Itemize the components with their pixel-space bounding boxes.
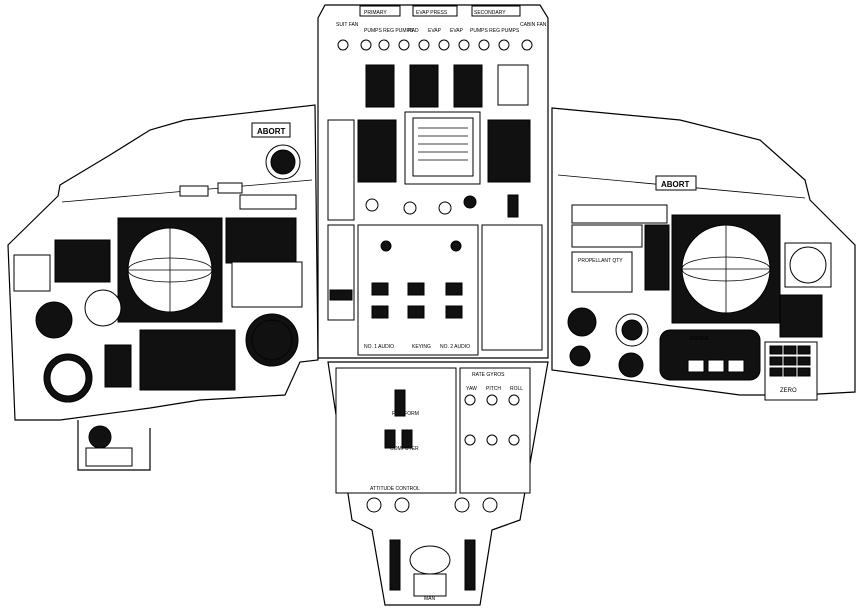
keypad-key <box>769 345 783 355</box>
left-panel: ABORT <box>7 104 319 471</box>
zero-label: ZERO <box>780 388 797 394</box>
evap-label: EVAP <box>428 28 442 34</box>
keypad-key <box>797 345 811 355</box>
yaw-label: YAW <box>466 386 477 392</box>
pitch-label: PITCH <box>486 386 501 392</box>
keypad-key <box>783 367 797 377</box>
computer-label: COMPUTER <box>390 446 419 452</box>
keypad-key <box>797 367 811 377</box>
left-instrument-cluster <box>139 329 236 391</box>
keypad-keys <box>769 345 811 377</box>
man-label: MAN <box>424 596 436 602</box>
left-gauge-c <box>245 313 299 367</box>
environment-switch-row <box>337 39 533 51</box>
right-abort-label: ABORT <box>661 180 690 189</box>
engine-label: ENGINE <box>690 336 710 342</box>
keypad-key <box>783 345 797 355</box>
keying-label: KEYING <box>412 344 431 350</box>
rad-label: RAD <box>408 28 419 34</box>
rate-gyros-label: RATE GYROS <box>472 372 505 378</box>
propellant-qty-label: PROPELLANT QTY <box>578 258 623 264</box>
no2-audio-label: NO. 2 AUDIO <box>440 344 470 350</box>
keypad-key <box>783 356 797 366</box>
pumps-left-label: PUMPS REG PUMPS <box>364 28 414 34</box>
roll-label: ROLL <box>510 386 523 392</box>
evap-press-label: EVAP PRESS <box>416 10 448 16</box>
left-abort-box <box>251 122 291 138</box>
cabin-fan-label: CABIN FAN <box>520 22 547 28</box>
keypad-key <box>769 367 783 377</box>
left-gauge-a <box>35 301 73 339</box>
primary-label: PRIMARY <box>364 10 387 16</box>
secondary-label: SECONDARY <box>474 10 506 16</box>
right-panel: ABORT PROPELLANT QTY ENGINE <box>551 107 856 401</box>
center-upper-panel: PRIMARY EVAP PRESS SECONDARY SUIT FAN PU… <box>317 4 549 359</box>
suit-fan-label: SUIT FAN <box>336 22 359 28</box>
left-abort-label: ABORT <box>257 127 286 136</box>
center-pedestal: PLATFORM COMPUTER ATTITUDE CONTROL RATE … <box>327 361 549 606</box>
left-hand-controller <box>77 420 151 471</box>
right-abort-box <box>655 175 697 191</box>
pumps-right-label: PUMPS REG PUMPS <box>470 28 520 34</box>
evap2-label: EVAP <box>450 28 464 34</box>
keypad-key <box>797 356 811 366</box>
keypad-key <box>769 356 783 366</box>
attitude-control-label: ATTITUDE CONTROL <box>370 486 420 492</box>
no1-audio-label: NO. 1 AUDIO <box>364 344 394 350</box>
